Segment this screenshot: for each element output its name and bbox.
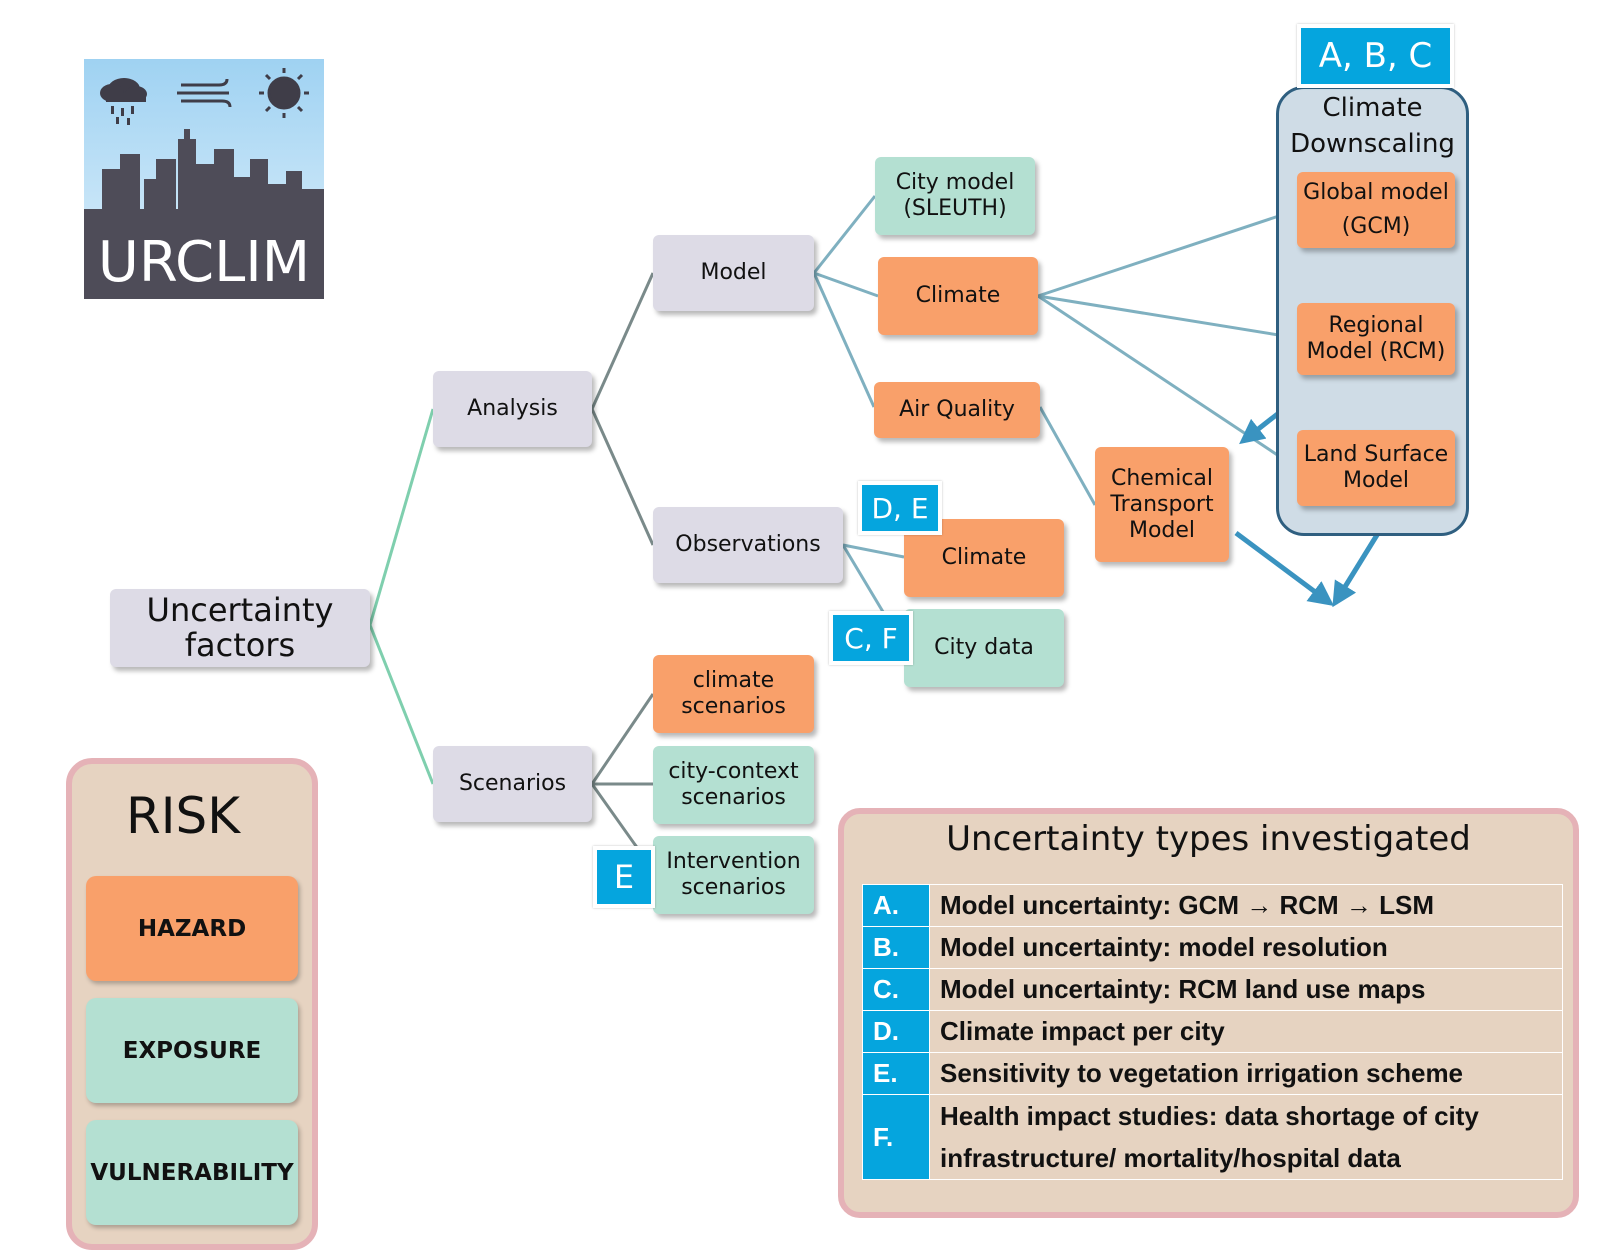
- analysis-node: Analysis: [433, 371, 592, 447]
- wind-icon: [177, 78, 232, 108]
- vulnerability-legend-item: VULNERABILITY: [86, 1120, 298, 1225]
- tag-c-f: C, F: [829, 611, 913, 665]
- regional-model-rcm-node: Regional Model (RCM): [1297, 303, 1455, 375]
- city-skyline: [84, 129, 324, 299]
- row-text: Climate impact per city: [929, 1010, 1563, 1053]
- table-row: C. Model uncertainty: RCM land use maps: [862, 968, 1563, 1011]
- tag-e: E: [593, 846, 655, 908]
- air-quality-node: Air Quality: [874, 382, 1040, 438]
- table-row: D. Climate impact per city: [862, 1010, 1563, 1053]
- land-surface-model-node: Land Surface Model: [1297, 430, 1455, 506]
- row-letter: E.: [862, 1052, 930, 1095]
- table-row: B. Model uncertainty: model resolution: [862, 926, 1563, 969]
- table-row: A. Model uncertainty: GCM → RCM → LSM: [862, 884, 1563, 927]
- observations-node: Observations: [653, 507, 843, 583]
- city-context-scenarios-node: city-context scenarios: [653, 746, 814, 824]
- row-text: Sensitivity to vegetation irrigation sch…: [929, 1052, 1563, 1095]
- row-letter: F.: [862, 1094, 930, 1180]
- row-letter: A.: [862, 884, 930, 927]
- climate-downscaling-title: Climate Downscaling: [1290, 93, 1455, 159]
- hazard-legend-item: HAZARD: [86, 876, 298, 981]
- tag-a-b-c: A, B, C: [1297, 24, 1454, 88]
- tag-d-e: D, E: [858, 481, 942, 535]
- global-model-gcm-node: Global model (GCM): [1297, 172, 1455, 248]
- row-text: Model uncertainty: model resolution: [929, 926, 1563, 969]
- logo-text: URCLIM: [98, 230, 310, 295]
- climate-scenarios-node: climate scenarios: [653, 655, 814, 733]
- uncertainty-types-title: Uncertainty types investigated: [946, 819, 1471, 859]
- exposure-legend-item: EXPOSURE: [86, 998, 298, 1103]
- city-model-sleuth-node: City model (SLEUTH): [875, 157, 1035, 235]
- climate-model-node: Climate: [878, 257, 1038, 335]
- model-node: Model: [653, 235, 814, 311]
- row-letter: D.: [862, 1010, 930, 1053]
- table-row: F. Health impact studies: data shortage …: [862, 1094, 1563, 1180]
- row-letter: C.: [862, 968, 930, 1011]
- row-text: Model uncertainty: GCM → RCM → LSM: [929, 884, 1563, 927]
- scenarios-node: Scenarios: [433, 746, 592, 822]
- rain-cloud-icon: [100, 78, 147, 125]
- intervention-scenarios-node: Intervention scenarios: [653, 836, 814, 914]
- analysis-links: [590, 272, 655, 871]
- uncertainty-factors-node: Uncertainty factors: [110, 589, 370, 667]
- chemical-transport-model-node: Chemical Transport Model: [1095, 447, 1229, 562]
- sun-icon: [259, 68, 309, 118]
- row-text: Model uncertainty: RCM land use maps: [929, 968, 1563, 1011]
- row-letter: B.: [862, 926, 930, 969]
- risk-title: RISK: [126, 787, 241, 845]
- urclim-logo: URCLIM: [84, 59, 324, 299]
- city-data-node: City data: [904, 609, 1064, 687]
- table-row: E. Sensitivity to vegetation irrigation …: [862, 1052, 1563, 1095]
- root-links: [368, 408, 435, 785]
- row-text: Health impact studies: data shortage of …: [929, 1094, 1563, 1180]
- uncertainty-types-table: A. Model uncertainty: GCM → RCM → LSM B.…: [862, 884, 1563, 1180]
